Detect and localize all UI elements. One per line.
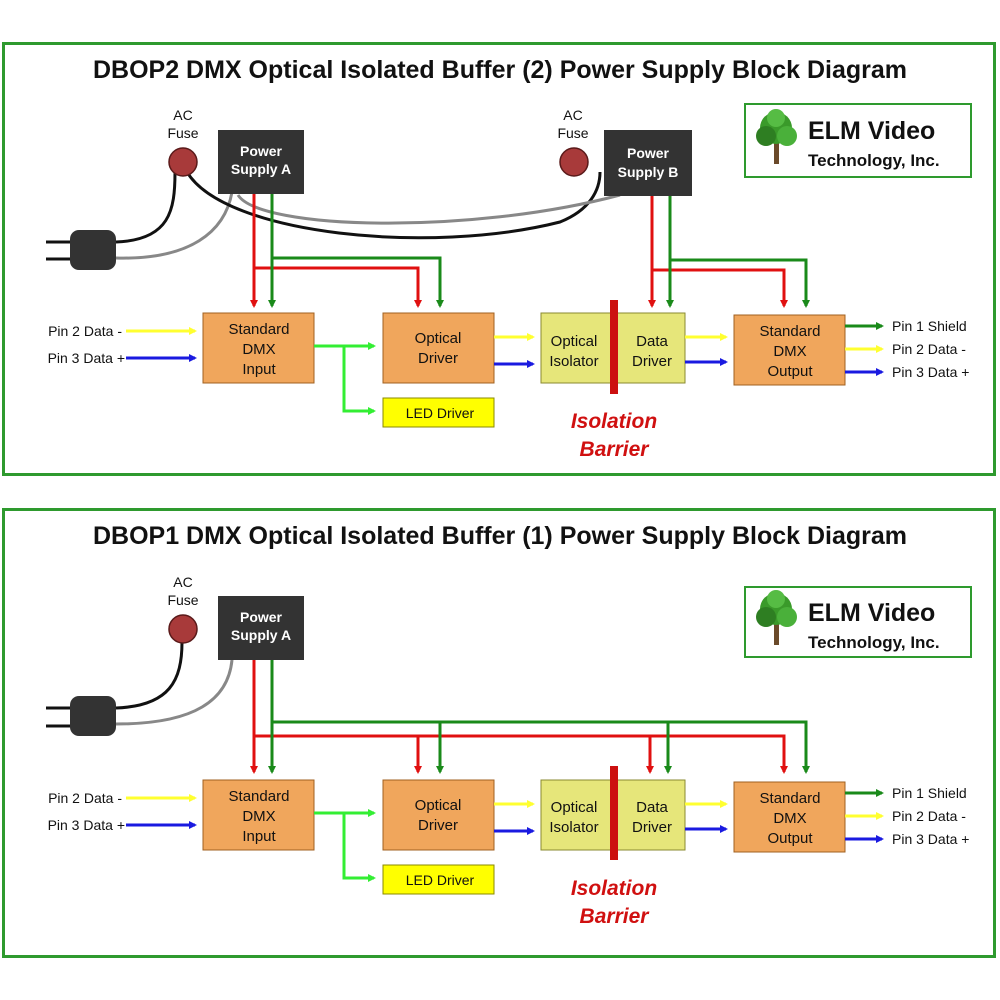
- top-diagram: ELM Video Technology, Inc. AC Fuse AC Fu…: [46, 103, 972, 461]
- bottom-diagram-frame: [2, 508, 996, 958]
- tree-icon: [756, 590, 797, 645]
- input-pin3-label: Pin 3 Data +: [48, 817, 125, 833]
- dmx-output-label-2: DMX: [773, 343, 806, 360]
- dmx-output-label-1: Standard: [760, 790, 821, 807]
- logo-line2: Technology, Inc.: [808, 633, 940, 652]
- standard-dmx-output: [733, 781, 846, 853]
- optical-driver-label-1: Optical: [415, 797, 462, 814]
- power-supply-a: [218, 130, 304, 194]
- led-driver-label: LED Driver: [406, 872, 475, 888]
- fuse-a-label-2: Fuse: [167, 125, 198, 141]
- led-driver: [382, 397, 495, 428]
- input-pin3-label: Pin 3 Data +: [48, 350, 125, 366]
- dmx-input-label-1: Standard: [229, 321, 290, 338]
- fuse-a-icon: [168, 614, 198, 644]
- fuse-a-label-2: Fuse: [167, 592, 198, 608]
- top-diagram-title: DBOP2 DMX Optical Isolated Buffer (2) Po…: [92, 56, 908, 84]
- tree-icon: [756, 109, 797, 164]
- isolation-barrier-label-1: Isolation: [571, 410, 657, 433]
- power-supply-b: [604, 130, 692, 196]
- output-pin2-label: Pin 2 Data -: [892, 808, 966, 824]
- data-wires-top: [126, 322, 884, 415]
- fuse-a-icon: [168, 147, 198, 177]
- bottom-logo: ELM Video Technology, Inc.: [744, 586, 972, 658]
- power-wires-a: [250, 194, 444, 308]
- bottom-diagram-title: DBOP1 DMX Optical Isolated Buffer (1) Po…: [92, 522, 908, 550]
- dmx-input-label-2: DMX: [242, 341, 275, 358]
- optical-driver-label-2: Driver: [418, 350, 458, 367]
- output-pin1-label: Pin 1 Shield: [892, 785, 967, 801]
- dmx-input-label-1: Standard: [229, 788, 290, 805]
- input-pin2-label: Pin 2 Data -: [48, 323, 122, 339]
- standard-dmx-input: [202, 779, 315, 851]
- optical-isolator-label-2: Isolator: [549, 353, 598, 370]
- output-pin3-label: Pin 3 Data +: [892, 831, 969, 847]
- optical-isolator-label-1: Optical: [551, 333, 598, 350]
- isolation-barrier-label-2: Barrier: [580, 905, 651, 928]
- optical-driver-label-2: Driver: [418, 817, 458, 834]
- dmx-output-label-3: Output: [767, 830, 813, 847]
- power-supply-b-label-2: Supply B: [618, 164, 679, 180]
- isolation-barrier-label-2: Barrier: [580, 438, 651, 461]
- dmx-output-label-3: Output: [767, 363, 813, 380]
- fuse-b-label-2: Fuse: [557, 125, 588, 141]
- standard-dmx-output: [733, 314, 846, 386]
- power-supply-a-label-2: Supply A: [231, 161, 291, 177]
- power-supply-a: [218, 596, 304, 660]
- power-supply-a-label-1: Power: [240, 609, 283, 625]
- power-supply-a-label-1: Power: [240, 143, 283, 159]
- output-pin2-label: Pin 2 Data -: [892, 341, 966, 357]
- data-driver-label-2: Driver: [632, 819, 672, 836]
- output-pin1-label: Pin 1 Shield: [892, 318, 967, 334]
- dmx-output-label-2: DMX: [773, 810, 806, 827]
- dmx-input-label-3: Input: [242, 361, 276, 378]
- data-driver-label-1: Data: [636, 333, 668, 350]
- optical-isolator-label-1: Optical: [551, 799, 598, 816]
- optical-isolator-label-2: Isolator: [549, 819, 598, 836]
- logo-line1: ELM Video: [808, 599, 935, 627]
- led-driver: [382, 864, 495, 895]
- isolation-barrier: [610, 766, 618, 860]
- standard-dmx-input: [202, 312, 315, 384]
- output-pin3-label: Pin 3 Data +: [892, 364, 969, 380]
- fuse-b-icon: [559, 147, 589, 177]
- optical-driver: [382, 312, 495, 384]
- bottom-diagram: ELM Video Technology, Inc. AC Fuse Power…: [46, 574, 972, 928]
- power-wires-bottom: [250, 660, 810, 774]
- fuse-a-label-1: AC: [173, 574, 192, 590]
- dmx-output-label-1: Standard: [760, 323, 821, 340]
- logo-line1: ELM Video: [808, 117, 935, 145]
- fuse-b-label-1: AC: [563, 107, 582, 123]
- power-plug-icon: [46, 230, 116, 270]
- isolation-barrier-label-1: Isolation: [571, 877, 657, 900]
- fuse-a-label-1: AC: [173, 107, 192, 123]
- optical-driver: [382, 779, 495, 851]
- data-wires-bottom: [126, 789, 884, 882]
- power-supply-a-label-2: Supply A: [231, 627, 291, 643]
- dmx-input-label-2: DMX: [242, 808, 275, 825]
- logo-line2: Technology, Inc.: [808, 151, 940, 170]
- power-wires-b: [648, 196, 810, 308]
- led-driver-label: LED Driver: [406, 405, 475, 421]
- input-pin2-label: Pin 2 Data -: [48, 790, 122, 806]
- power-plug-icon: [46, 696, 116, 736]
- dmx-input-label-3: Input: [242, 828, 276, 845]
- top-logo: ELM Video Technology, Inc.: [744, 103, 972, 178]
- data-driver-label-2: Driver: [632, 353, 672, 370]
- isolation-barrier: [610, 300, 618, 394]
- optical-driver-label-1: Optical: [415, 330, 462, 347]
- power-supply-b-label-1: Power: [627, 145, 670, 161]
- data-driver-label-1: Data: [636, 799, 668, 816]
